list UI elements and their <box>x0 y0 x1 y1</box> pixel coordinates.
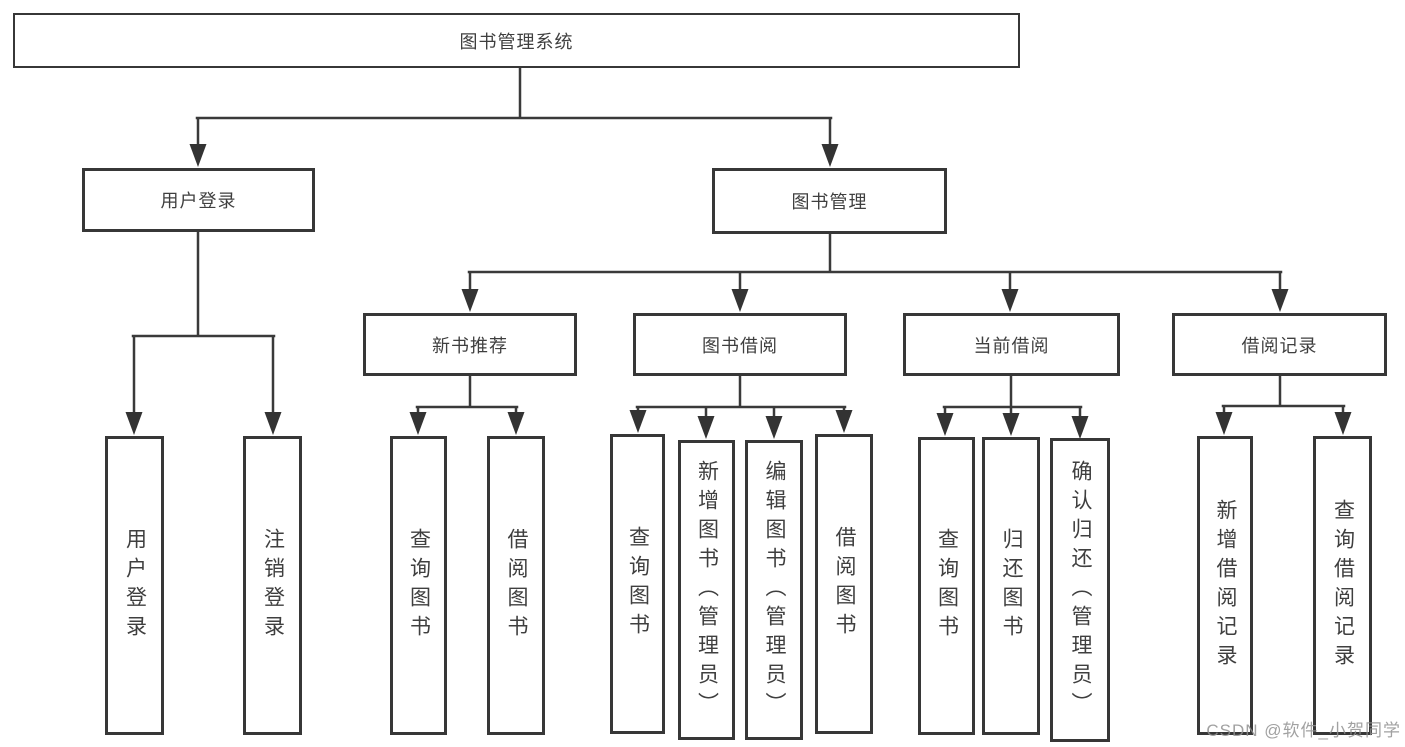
arrowhead-icon <box>1071 416 1089 439</box>
arrowhead-icon <box>821 144 839 167</box>
arrowhead-icon <box>936 413 954 436</box>
leaf-borrow-books-1: 借阅图书 <box>487 436 545 735</box>
arrowhead-icon <box>507 412 525 435</box>
leaf-query-books-1: 查询图书 <box>390 436 447 735</box>
node-new-book-recommend: 新书推荐 <box>363 313 577 376</box>
arrowhead-icon <box>697 416 715 439</box>
arrowhead-icon <box>765 416 783 439</box>
leaf-query-books-3: 查询图书 <box>918 437 975 735</box>
arrowhead-icon <box>1215 412 1233 435</box>
arrowhead-icon <box>461 289 479 312</box>
leaf-return-books: 归还图书 <box>982 437 1040 735</box>
arrowhead-icon <box>835 410 853 433</box>
leaf-edit-books-admin: 编辑图书（管理员） <box>745 440 803 740</box>
watermark-text: CSDN @软件_小贺同学 <box>1206 721 1401 740</box>
leaf-logout-login: 注销登录 <box>243 436 302 735</box>
leaf-add-borrow-record: 新增借阅记录 <box>1197 436 1253 735</box>
arrowhead-icon <box>125 412 143 435</box>
arrowhead-icon <box>731 289 749 312</box>
arrowhead-icon <box>1001 289 1019 312</box>
arrowhead-icon <box>409 412 427 435</box>
node-library-system: 图书管理系统 <box>13 13 1020 68</box>
leaf-add-books-admin: 新增图书（管理员） <box>678 440 735 740</box>
node-current-borrowing: 当前借阅 <box>903 313 1120 376</box>
leaf-borrow-books-2: 借阅图书 <box>815 434 873 734</box>
leaf-query-borrow-record: 查询借阅记录 <box>1313 436 1372 735</box>
node-book-management: 图书管理 <box>712 168 947 234</box>
leaf-user-login: 用户登录 <box>105 436 164 735</box>
arrowhead-icon <box>189 144 207 167</box>
arrowhead-icon <box>1271 289 1289 312</box>
node-book-borrowing: 图书借阅 <box>633 313 847 376</box>
arrowhead-icon <box>1002 413 1020 436</box>
node-borrowing-records: 借阅记录 <box>1172 313 1387 376</box>
arrowhead-icon <box>1334 412 1352 435</box>
leaf-query-books-2: 查询图书 <box>610 434 665 734</box>
leaf-confirm-return-admin: 确认归还（管理员） <box>1050 438 1110 742</box>
node-user-login: 用户登录 <box>82 168 315 232</box>
arrowhead-icon <box>629 410 647 433</box>
arrowhead-icon <box>264 412 282 435</box>
